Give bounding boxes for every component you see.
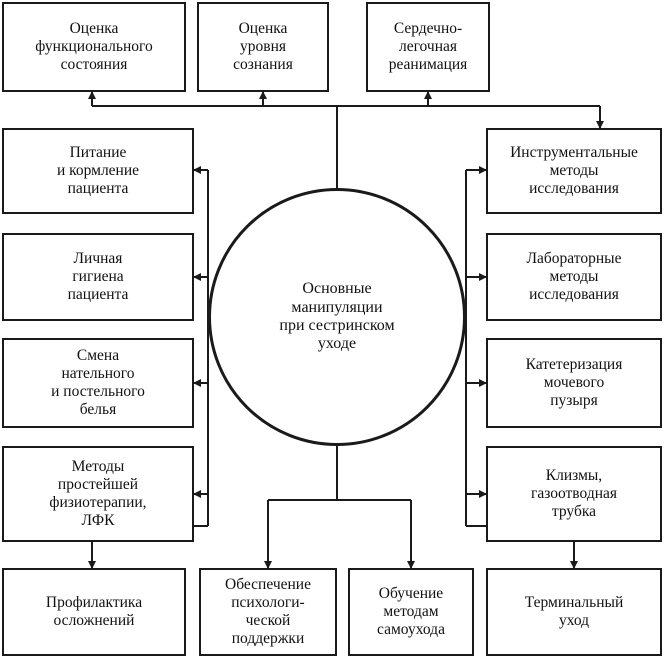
box-self-care-training: Обучение методам самоухода: [348, 568, 474, 656]
center-node: Основные манипуляции при сестринском ухо…: [208, 188, 466, 446]
box-consciousness-level: Оценка уровня сознания: [197, 2, 329, 92]
box-terminal-care: Терминальный уход: [486, 568, 662, 656]
box-catheterization: Катетеризация мочевого пузыря: [486, 338, 662, 428]
box-enema: Клизмы, газоотводная трубка: [486, 446, 662, 542]
box-instrumental-methods: Инструментальные методы исследования: [486, 128, 662, 214]
box-nutrition: Питание и кормление пациента: [2, 128, 194, 214]
box-physiotherapy: Методы простейшей физиотерапии, ЛФК: [2, 446, 194, 542]
box-functional-state: Оценка функционального состояния: [2, 2, 186, 92]
box-complication-prevention: Профилактика осложнений: [2, 568, 186, 656]
box-cpr: Сердечно- легочная реанимация: [366, 2, 490, 92]
box-personal-hygiene: Личная гигиена пациента: [2, 233, 194, 321]
box-psychological-support: Обеспечение психологи- ческой поддержки: [199, 568, 337, 656]
box-laboratory-methods: Лабораторные методы исследования: [486, 233, 662, 321]
box-linen-change: Смена нательного и постельного белья: [2, 338, 194, 428]
